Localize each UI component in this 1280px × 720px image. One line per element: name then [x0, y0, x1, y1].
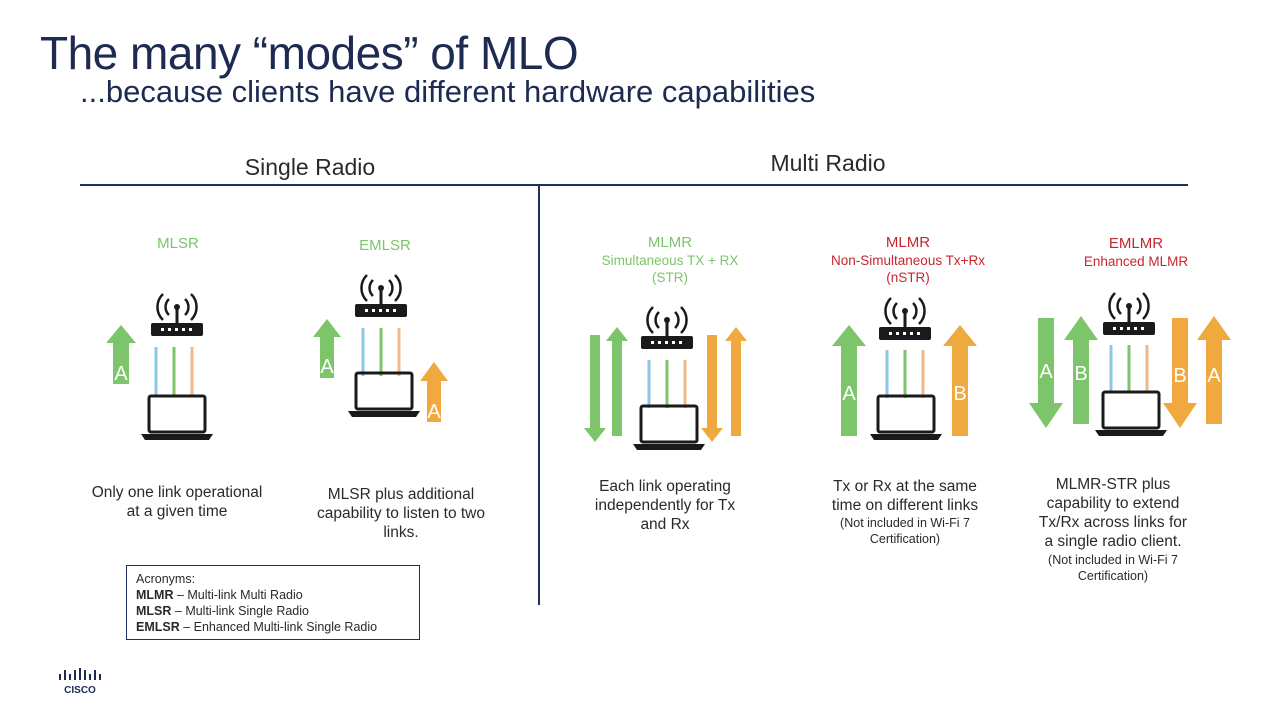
emlmr-desc-line-1: MLMR-STR plus: [1055, 476, 1171, 493]
acronym-item: MLSR – Multi-link Single Radio: [136, 603, 410, 619]
mlsr-links: [154, 345, 194, 397]
mlmr-nstr-uplink-arrow-green: [832, 325, 866, 436]
mlmr-nstr-router-icon: [877, 296, 933, 342]
emlmr-arrow-label-b-green: B: [1074, 363, 1087, 385]
mlmr-str-links: [647, 358, 687, 410]
emlmr-note-line-1: (Not included in Wi-Fi 7: [1048, 553, 1178, 567]
mlmr-nstr-arrow-label-a: A: [842, 383, 856, 405]
emlsr-description: MLSR plus additional capability to liste…: [296, 485, 506, 542]
section-divider-vertical: [538, 185, 540, 605]
acronym-term: MLSR: [136, 604, 172, 618]
emlmr-downlink-arrow-green: [1029, 318, 1063, 428]
mlsr-label: MLSR: [157, 235, 199, 252]
cisco-logo-text: CISCO: [64, 685, 96, 696]
mlmr-str-description: Each link operating independently for Tx…: [565, 477, 765, 534]
mlmr-str-label: MLMR: [647, 234, 693, 251]
mlmr-str-desc-line-3: and Rx: [640, 516, 690, 533]
mlmr-str-desc-line-1: Each link operating: [599, 478, 731, 495]
emlmr-desc-line-3: Tx/Rx across links for: [1038, 514, 1188, 531]
emlmr-desc-line-4: a single radio client.: [1044, 533, 1182, 550]
mlmr-str-subtitle: Simultaneous TX + RX: [601, 253, 739, 268]
mlmr-str-subtitle-abbr: (STR): [652, 270, 688, 285]
mlmr-nstr-desc-line-2: time on different links: [831, 497, 979, 514]
emlmr-subtitle: Enhanced MLMR: [1083, 254, 1189, 269]
mlmr-str-uplink-shaft: [612, 340, 622, 436]
emlmr-arrow-label-a-orange: A: [1207, 365, 1221, 387]
emlsr-desc-line-1: MLSR plus additional: [327, 486, 475, 503]
mlmr-str-uplink-head: [606, 327, 628, 341]
mlsr-router-icon: [149, 292, 205, 338]
mlmr-str-downlink-orange-shaft: [707, 335, 717, 429]
acronym-term: MLMR: [136, 588, 174, 602]
acronyms-heading: Acronyms:: [136, 572, 196, 586]
emlsr-uplink-arrow-orange: [420, 362, 448, 422]
emlsr-label: EMLSR: [359, 237, 411, 254]
mlmr-str-router-icon: [639, 305, 695, 351]
mlmr-nstr-arrow-label-b: B: [953, 383, 966, 405]
mlmr-nstr-subtitle-abbr: (nSTR): [886, 270, 930, 285]
emlmr-laptop-icon: [1093, 390, 1169, 438]
emlmr-arrow-label-b-orange: B: [1173, 365, 1186, 387]
emlmr-uplink-arrow-orange: [1197, 316, 1231, 424]
acronym-definition: – Enhanced Multi-link Single Radio: [179, 620, 378, 634]
mlmr-nstr-label: MLMR: [885, 234, 931, 251]
acronyms-box: Acronyms: MLMR – Multi-link Multi Radio …: [126, 565, 420, 640]
acronym-term: EMLSR: [136, 620, 180, 634]
page-title: The many “modes” of MLO: [40, 27, 579, 79]
mlmr-nstr-note-line-1: (Not included in Wi-Fi 7: [840, 516, 970, 530]
mlmr-nstr-note-line-2: Certification): [869, 532, 941, 546]
mlmr-nstr-description: Tx or Rx at the same time on different l…: [800, 477, 1010, 515]
emlmr-label: EMLMR: [1108, 235, 1164, 252]
emlmr-note-line-2: Certification): [1077, 569, 1149, 583]
mlmr-nstr-uplink-arrow-orange: [943, 325, 977, 436]
mlmr-str-uplink-orange-shaft: [731, 340, 741, 436]
acronym-definition: – Multi-link Single Radio: [171, 604, 309, 618]
mlsr-laptop-icon: [139, 394, 215, 442]
emlsr-desc-line-2: capability to listen to two: [316, 505, 485, 522]
mlmr-str-desc-line-2: independently for Tx: [594, 497, 736, 514]
mlmr-str-downlink-orange-head: [701, 428, 723, 442]
multi-radio-heading: Multi Radio: [770, 150, 886, 176]
acronym-definition: – Multi-link Multi Radio: [173, 588, 303, 602]
emlmr-desc-line-2: capability to extend: [1046, 495, 1180, 512]
emlmr-downlink-arrow-orange: [1163, 318, 1197, 428]
emlsr-arrow-label-a: A: [320, 356, 334, 378]
emlsr-uplink-arrow-green: [313, 319, 341, 378]
mlmr-str-uplink-orange-head: [725, 327, 747, 341]
acronym-item: MLMR – Multi-link Multi Radio: [136, 587, 410, 603]
mlsr-uplink-arrow-green: [106, 325, 136, 384]
emlmr-arrow-label-a-green: A: [1039, 361, 1053, 383]
mlsr-arrow-label-a: A: [114, 363, 128, 385]
mlsr-desc-line-1: Only one link operational: [91, 484, 263, 501]
mlmr-nstr-note: (Not included in Wi-Fi 7 Certification): [800, 515, 1010, 547]
emlmr-note: (Not included in Wi-Fi 7 Certification): [1018, 552, 1208, 584]
cisco-logo: CISCO: [59, 668, 101, 696]
mlsr-description: Only one link operational at a given tim…: [72, 483, 282, 521]
mlmr-str-laptop-icon: [631, 404, 707, 452]
page-subtitle: ...because clients have different hardwa…: [80, 74, 816, 109]
mlmr-nstr-subtitle: Non-Simultaneous Tx+Rx: [831, 253, 985, 268]
emlsr-router-icon: [353, 273, 409, 319]
emlmr-description: MLMR-STR plus capability to extend Tx/Rx…: [1018, 475, 1208, 551]
mlmr-nstr-links: [885, 348, 925, 400]
emlmr-uplink-arrow-green: [1064, 316, 1098, 424]
single-radio-heading: Single Radio: [244, 154, 376, 180]
section-divider-horizontal: [80, 184, 1188, 186]
acronym-item: EMLSR – Enhanced Multi-link Single Radio: [136, 619, 410, 635]
emlsr-laptop-icon: [346, 371, 422, 419]
emlsr-desc-line-3: links.: [383, 524, 419, 541]
emlsr-orange-label-a: A: [427, 401, 441, 423]
mlmr-nstr-desc-line-1: Tx or Rx at the same: [833, 478, 977, 495]
mlmr-str-downlink-head: [584, 428, 606, 442]
emlmr-links: [1109, 343, 1149, 395]
emlsr-links: [361, 326, 401, 378]
mlmr-nstr-laptop-icon: [868, 394, 944, 442]
mlmr-str-downlink-shaft: [590, 335, 600, 429]
emlmr-router-icon: [1101, 291, 1157, 337]
mlsr-desc-line-2: at a given time: [126, 503, 228, 520]
